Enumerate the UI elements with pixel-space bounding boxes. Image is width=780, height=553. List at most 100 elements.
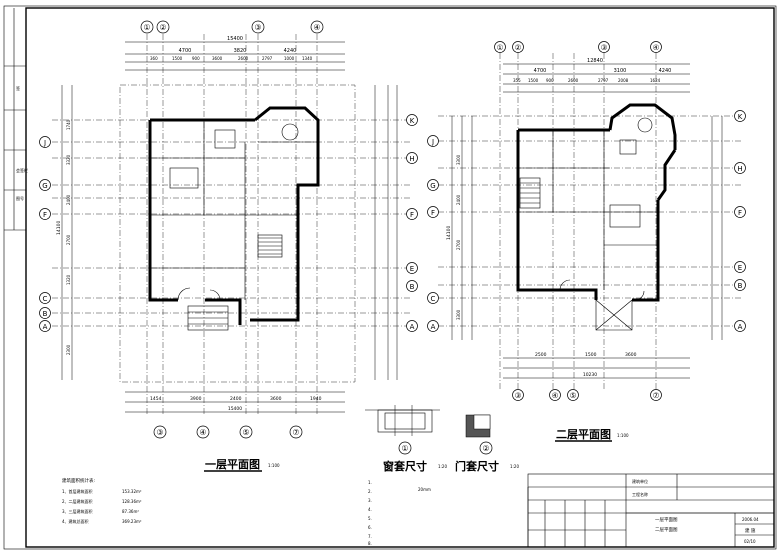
- svg-text:E: E: [410, 265, 414, 273]
- plan2-left-axes: J G F C A: [427, 135, 439, 332]
- svg-text:2400: 2400: [230, 396, 242, 402]
- p1-dim-total: 15400: [227, 36, 243, 42]
- svg-text:2600: 2600: [238, 56, 249, 61]
- plan2-scale: 1:100: [617, 433, 629, 438]
- window-detail-title: 窗套尺寸: [383, 459, 427, 473]
- svg-text:4700: 4700: [534, 68, 547, 74]
- plan2-bottom-axes: ③ ④ ⑤ ⑦: [512, 389, 662, 401]
- sheet-outer-border: [3, 5, 777, 550]
- p1-left-axis-A: A: [43, 323, 48, 331]
- tb-sheet-no: 02/10: [744, 539, 756, 544]
- plan1-left-dimensions: 14100 1740 3320 2400 2700 1320 2300: [56, 85, 73, 380]
- svg-text:1340: 1340: [302, 56, 313, 61]
- p1-top-axis-4: ④: [313, 23, 320, 32]
- svg-text:4.: 4.: [368, 507, 372, 512]
- svg-text:355: 355: [513, 78, 521, 83]
- svg-text:F: F: [410, 211, 414, 219]
- tb-drawing-1: 一层平面图: [655, 517, 678, 523]
- p2-dim-total: 12840: [587, 58, 603, 64]
- svg-text:③: ③: [515, 391, 522, 400]
- p1-left-axis-G: G: [42, 182, 47, 190]
- p1-site-boundary: [119, 84, 356, 383]
- svg-text:3600: 3600: [270, 396, 282, 402]
- svg-text:K: K: [738, 113, 743, 121]
- detail-1-label: ①: [401, 444, 408, 453]
- svg-text:2400: 2400: [66, 194, 71, 205]
- p2-dim-bottom-total: 10230: [583, 372, 597, 378]
- svg-text:1624: 1624: [650, 78, 661, 83]
- svg-text:③: ③: [156, 428, 163, 437]
- svg-text:F: F: [738, 209, 742, 217]
- svg-text:3300: 3300: [456, 154, 461, 165]
- tb-sheet-label: 建 施: [745, 527, 756, 534]
- plan2-top-axes: ① ② ③ ④: [494, 41, 662, 53]
- svg-text:C: C: [431, 295, 436, 303]
- svg-text:④: ④: [653, 43, 660, 52]
- p1-dim-top-2: 3820: [234, 48, 247, 54]
- svg-text:3600: 3600: [212, 56, 223, 61]
- p2-dim-left-total: 14100: [446, 226, 452, 240]
- svg-text:3、三层建筑面积: 3、三层建筑面积: [62, 508, 93, 514]
- p1-dim-top-1: 4700: [179, 48, 192, 54]
- svg-text:①: ①: [497, 43, 504, 52]
- svg-text:E: E: [738, 264, 742, 272]
- svg-text:⑤: ⑤: [242, 428, 249, 437]
- area-table-title: 建筑面积统计表:: [62, 477, 95, 484]
- plan1-title: 一层平面图: [205, 458, 260, 471]
- svg-text:2700: 2700: [456, 239, 461, 250]
- notes-list: 1. 2. 3. 4. 5. 6. 7. 8. 20mm: [368, 480, 431, 546]
- title-block: 建筑单位 工程名称 一层平面图 二层平面图 2006.04 建 施 02/10: [527, 473, 775, 548]
- plan1-top-axes: ① ② ③ ④: [140, 20, 324, 34]
- svg-text:3300: 3300: [456, 309, 461, 320]
- p1-top-axis-1: ①: [143, 23, 150, 32]
- svg-text:F: F: [431, 209, 435, 217]
- first-floor-plan: ① ② ③ ④ 15400 4700 3820 4240 360 1500 90…: [39, 20, 418, 472]
- svg-text:2、二层建筑面积: 2、二层建筑面积: [62, 498, 93, 504]
- svg-text:H: H: [737, 165, 742, 173]
- svg-text:B: B: [410, 283, 415, 291]
- plan2-right-dimensions: [711, 116, 723, 340]
- svg-text:1.: 1.: [368, 480, 372, 485]
- svg-text:A: A: [410, 323, 415, 331]
- svg-text:④: ④: [552, 391, 559, 400]
- plan1-scale: 1:100: [268, 463, 280, 468]
- window-detail: ①: [365, 405, 440, 455]
- svg-text:2700: 2700: [66, 234, 71, 245]
- svg-text:2400: 2400: [456, 194, 461, 205]
- window-detail-scale: 1:20: [438, 464, 447, 469]
- plan2-top-dimensions: 12840 4700 3100 4240 355 1500 900 2600 2…: [503, 58, 690, 93]
- svg-text:3100: 3100: [614, 68, 627, 74]
- svg-text:2797: 2797: [262, 56, 273, 61]
- svg-text:2500: 2500: [535, 352, 547, 358]
- tb-project: 工程名称: [632, 491, 648, 497]
- p1-dim-top-3: 4240: [284, 48, 297, 54]
- plan1-walls: [148, 106, 320, 331]
- plan2-right-axes: K H F E B A: [734, 110, 746, 332]
- svg-text:H: H: [409, 155, 414, 163]
- strip-label-3: 图号: [16, 195, 24, 201]
- detail-2-label: ②: [482, 444, 489, 453]
- plan1-bottom-dimensions: 1454 3900 2400 3600 1940 15400: [125, 391, 345, 413]
- svg-text:1454: 1454: [150, 396, 162, 402]
- door-detail-scale: 1:20: [510, 464, 519, 469]
- p1-dim-bottom-total: 15400: [228, 406, 242, 412]
- svg-text:900: 900: [546, 78, 554, 83]
- svg-text:8.: 8.: [368, 541, 372, 546]
- area-statistics: 建筑面积统计表: 1、首层建筑面积 153.32m² 2、二层建筑面积 128.…: [62, 477, 142, 524]
- svg-text:3900: 3900: [190, 396, 202, 402]
- left-signature-strip: 签 会签栏 图号: [4, 8, 28, 231]
- p1-left-axis-C: C: [43, 295, 48, 303]
- plan2-bottom-dimensions: 2500 1500 3600 10230: [503, 352, 690, 379]
- door-detail: ②: [465, 414, 493, 455]
- svg-text:⑦: ⑦: [292, 428, 299, 437]
- tb-date: 2006.04: [742, 517, 759, 522]
- svg-text:J: J: [431, 138, 434, 146]
- svg-text:87.36m²: 87.36m²: [122, 509, 139, 514]
- svg-text:369.23m²: 369.23m²: [122, 519, 142, 524]
- svg-text:1、首层建筑面积: 1、首层建筑面积: [62, 488, 93, 494]
- sheet-inner-border: [25, 7, 775, 548]
- svg-text:5.: 5.: [368, 516, 372, 521]
- p1-left-axis-J: J: [43, 139, 46, 147]
- p1-dim-left-total: 14100: [56, 221, 62, 235]
- svg-text:G: G: [430, 182, 435, 190]
